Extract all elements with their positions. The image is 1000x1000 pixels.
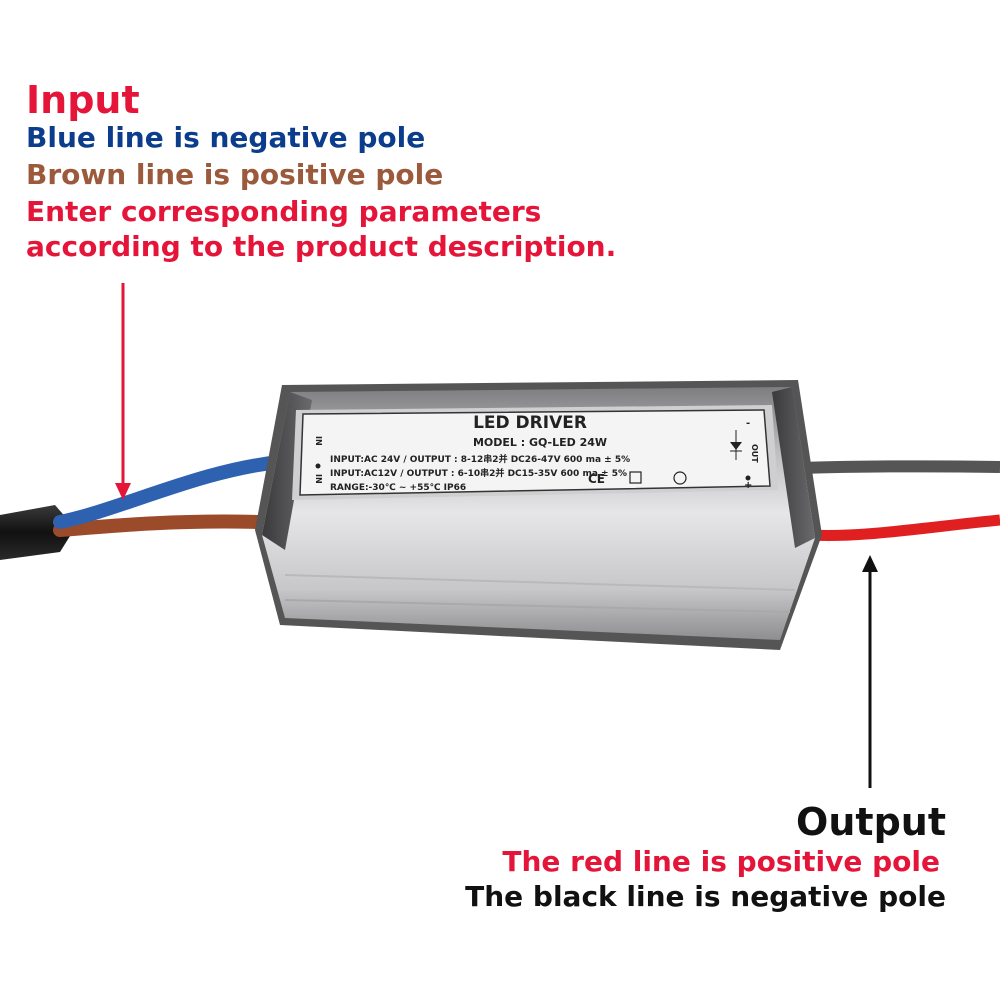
driver-spec-2: INPUT:AC12V / OUTPUT : 6-10串2并 DC15-35V … [330,467,627,479]
output-arrow [862,555,878,788]
input-blue-line-note: Blue line is negative pole [26,121,426,154]
input-description-note: according to the product description. [26,230,617,263]
driver-range: RANGE:-30℃ ~ +55℃ IP66 [330,483,466,493]
input-arrow [115,283,131,500]
in-label-bottom: IN [314,474,323,484]
out-label: OUT [750,444,759,463]
input-brown-line-note: Brown line is positive pole [26,158,444,191]
output-red-line-note: The red line is positive pole [502,845,940,878]
driver-model: MODEL : GQ-LED 24W [473,436,607,449]
output-black-line-note: The black line is negative pole [465,880,946,913]
input-title: Input [26,78,140,122]
driver-spec-1: INPUT:AC 24V / OUTPUT : 8-12串2并 DC26-47V… [330,453,630,465]
input-parameters-note: Enter corresponding parameters [26,195,542,228]
in-label-top: IN [314,436,323,446]
certification-icon [673,471,687,485]
output-terminal-dot [745,475,751,481]
output-title: Output [796,800,946,844]
driver-title: LED DRIVER [473,413,587,433]
out-minus: - [746,418,750,429]
double-insulation-icon [629,471,642,484]
product-label: LED DRIVER MODEL : GQ-LED 24W INPUT:AC 2… [292,405,778,500]
blue-wire [53,455,287,529]
brown-wire [53,514,267,537]
red-wire [809,514,1000,542]
input-terminal-dot [315,463,321,469]
diode-icon [730,430,742,460]
black-wire [799,460,1000,474]
out-plus: + [744,480,752,491]
ce-mark: CE [588,472,605,486]
